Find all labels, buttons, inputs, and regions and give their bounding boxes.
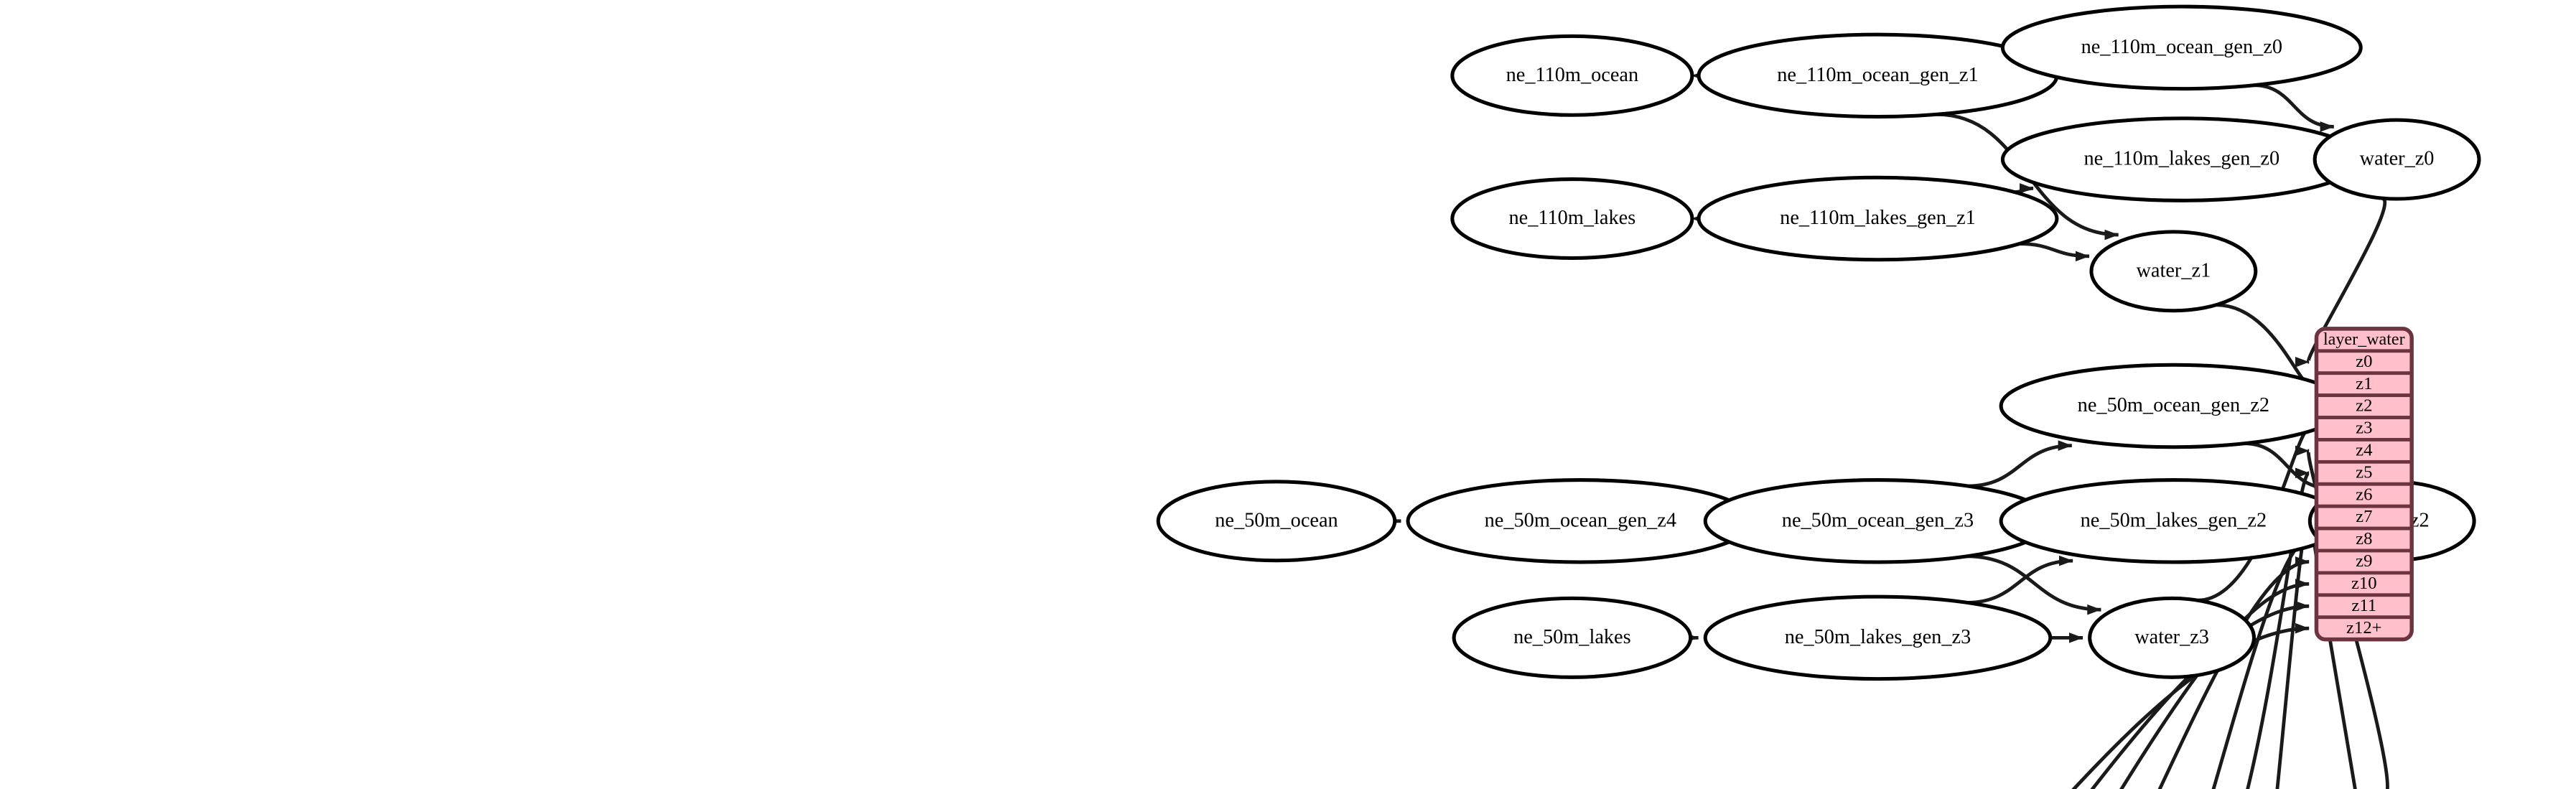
legend-row-label-z7: z7 bbox=[2356, 507, 2372, 526]
node-label-ne_110m_lakes: ne_110m_lakes bbox=[1509, 207, 1636, 229]
node-ne_50m_lakes_gen_z2[interactable]: ne_50m_lakes_gen_z2 bbox=[1999, 478, 2348, 564]
node-water_z0[interactable]: water_z0 bbox=[2313, 118, 2481, 201]
edge-ne_110m_ocean_gen_z0-to-water_z0 bbox=[2254, 83, 2335, 132]
legend-row-label-z9: z9 bbox=[2356, 551, 2372, 571]
legend-row-label-z11: z11 bbox=[2351, 596, 2376, 615]
node-ellipse-ne_50m_lakes bbox=[1452, 596, 1693, 679]
node-label-ne_50m_lakes: ne_50m_lakes bbox=[1513, 626, 1631, 648]
node-label-ne_50m_ocean: ne_50m_ocean bbox=[1215, 509, 1338, 531]
legend-title: layer_water bbox=[2323, 330, 2405, 349]
legend-edge-water_z12 bbox=[2071, 622, 2310, 789]
legend-edge-water_z8 bbox=[2211, 534, 2310, 789]
node-water_z1[interactable]: water_z1 bbox=[2089, 230, 2258, 313]
legend-row-cell-z3[interactable] bbox=[2316, 416, 2412, 442]
legend-row-label-z5: z5 bbox=[2356, 462, 2372, 482]
node-ne_110m_lakes_gen_z1[interactable]: ne_110m_lakes_gen_z1 bbox=[1697, 175, 2059, 262]
legend-row-label-z6: z6 bbox=[2356, 485, 2372, 504]
node-label-ne_50m_lakes_gen_z2: ne_50m_lakes_gen_z2 bbox=[2081, 509, 2267, 531]
node-label-ne_110m_ocean_gen_z0: ne_110m_ocean_gen_z0 bbox=[2081, 36, 2282, 58]
legend-row-cell-z12+[interactable] bbox=[2316, 615, 2412, 640]
node-label-water_z3: water_z3 bbox=[2134, 626, 2209, 648]
legend-row-label-z10: z10 bbox=[2351, 574, 2377, 593]
node-label-ne_110m_lakes_gen_z1: ne_110m_lakes_gen_z1 bbox=[1780, 207, 1976, 229]
node-ellipse-ne_110m_lakes_gen_z1 bbox=[1697, 175, 2059, 262]
node-label-water_z0: water_z0 bbox=[2360, 148, 2435, 170]
node-ellipse-ne_110m_ocean bbox=[1450, 34, 1694, 117]
node-water_z3[interactable]: water_z3 bbox=[2088, 596, 2257, 679]
node-ellipse-water_z0 bbox=[2313, 118, 2481, 201]
legend-row-label-z1: z1 bbox=[2356, 374, 2372, 393]
node-ellipse-ne_50m_lakes_gen_z3 bbox=[1703, 594, 2053, 681]
node-ne_110m_lakes[interactable]: ne_110m_lakes bbox=[1450, 177, 1694, 260]
node-ne_50m_ocean[interactable]: ne_50m_ocean bbox=[1156, 480, 1397, 563]
node-ne_50m_ocean_gen_z3[interactable]: ne_50m_ocean_gen_z3 bbox=[1703, 478, 2053, 564]
legend-row-label-z3: z3 bbox=[2356, 419, 2372, 438]
node-label-ne_110m_ocean_gen_z1: ne_110m_ocean_gen_z1 bbox=[1777, 64, 1978, 86]
node-ne_110m_ocean[interactable]: ne_110m_ocean bbox=[1450, 34, 1694, 117]
node-label-water_z1: water_z1 bbox=[2136, 259, 2211, 281]
node-label-ne_50m_ocean_gen_z2: ne_50m_ocean_gen_z2 bbox=[2078, 394, 2269, 416]
legend-row-label-z4: z4 bbox=[2356, 441, 2372, 460]
legend-outer-border bbox=[2314, 327, 2414, 642]
node-ne_50m_ocean_gen_z2[interactable]: ne_50m_ocean_gen_z2 bbox=[1999, 363, 2348, 449]
legend-edge-water_z0 bbox=[2295, 196, 2387, 368]
node-ne_110m_ocean_gen_z0[interactable]: ne_110m_ocean_gen_z0 bbox=[2000, 4, 2363, 91]
legend-row-label-z8: z8 bbox=[2356, 529, 2372, 548]
node-ellipse-ne_110m_ocean_gen_z0 bbox=[2000, 4, 2363, 91]
edge-ne_50m_ocean_gen_z3-to-water_z3 bbox=[1966, 554, 2101, 615]
node-ellipse-water_z3 bbox=[2088, 596, 2257, 679]
node-ne_50m_lakes[interactable]: ne_50m_lakes bbox=[1452, 596, 1693, 679]
legend-row-label-z2: z2 bbox=[2356, 396, 2372, 416]
node-ne_50m_lakes_gen_z3[interactable]: ne_50m_lakes_gen_z3 bbox=[1703, 594, 2053, 681]
node-ne_50m_ocean_gen_z4[interactable]: ne_50m_ocean_gen_z4 bbox=[1406, 478, 1755, 564]
legend-row-label-z12+: z12+ bbox=[2346, 618, 2382, 638]
node-label-ne_50m_ocean_gen_z3: ne_50m_ocean_gen_z3 bbox=[1782, 509, 1974, 531]
node-ellipse-ne_110m_lakes bbox=[1450, 177, 1694, 260]
node-ellipse-ne_50m_ocean bbox=[1156, 480, 1397, 563]
legend-row-cell-z1[interactable] bbox=[2316, 371, 2412, 398]
edge-ne_50m_ocean_gen_z3-to-ne_50m_ocean_gen_z2 bbox=[1967, 440, 2073, 488]
node-label-ne_50m_lakes_gen_z3: ne_50m_lakes_gen_z3 bbox=[1785, 626, 1971, 648]
node-label-ne_110m_lakes_gen_z0: ne_110m_lakes_gen_z0 bbox=[2083, 148, 2279, 170]
node-ne_110m_lakes_gen_z0[interactable]: ne_110m_lakes_gen_z0 bbox=[2000, 116, 2363, 202]
node-label-ne_110m_ocean: ne_110m_ocean bbox=[1506, 64, 1639, 86]
nodes-layer: imposm3osm_water_polygonosm_ocean_polygo… bbox=[1156, 4, 2481, 681]
legend-row-label-z0: z0 bbox=[2356, 352, 2372, 371]
node-ellipse-water_z1 bbox=[2089, 230, 2258, 313]
legend-table: layer_water z0 z1 z2 z3 z4 z5 z6 z7 z8 z9 z10 z11 z12… bbox=[2314, 327, 2414, 642]
edge-ne_110m_lakes_gen_z1-to-water_z1 bbox=[2019, 242, 2090, 262]
edge-ne_50m_lakes_gen_z3-to-ne_50m_lakes_gen_z2 bbox=[1966, 555, 2073, 604]
node-label-ne_50m_ocean_gen_z4: ne_50m_ocean_gen_z4 bbox=[1485, 509, 1676, 531]
